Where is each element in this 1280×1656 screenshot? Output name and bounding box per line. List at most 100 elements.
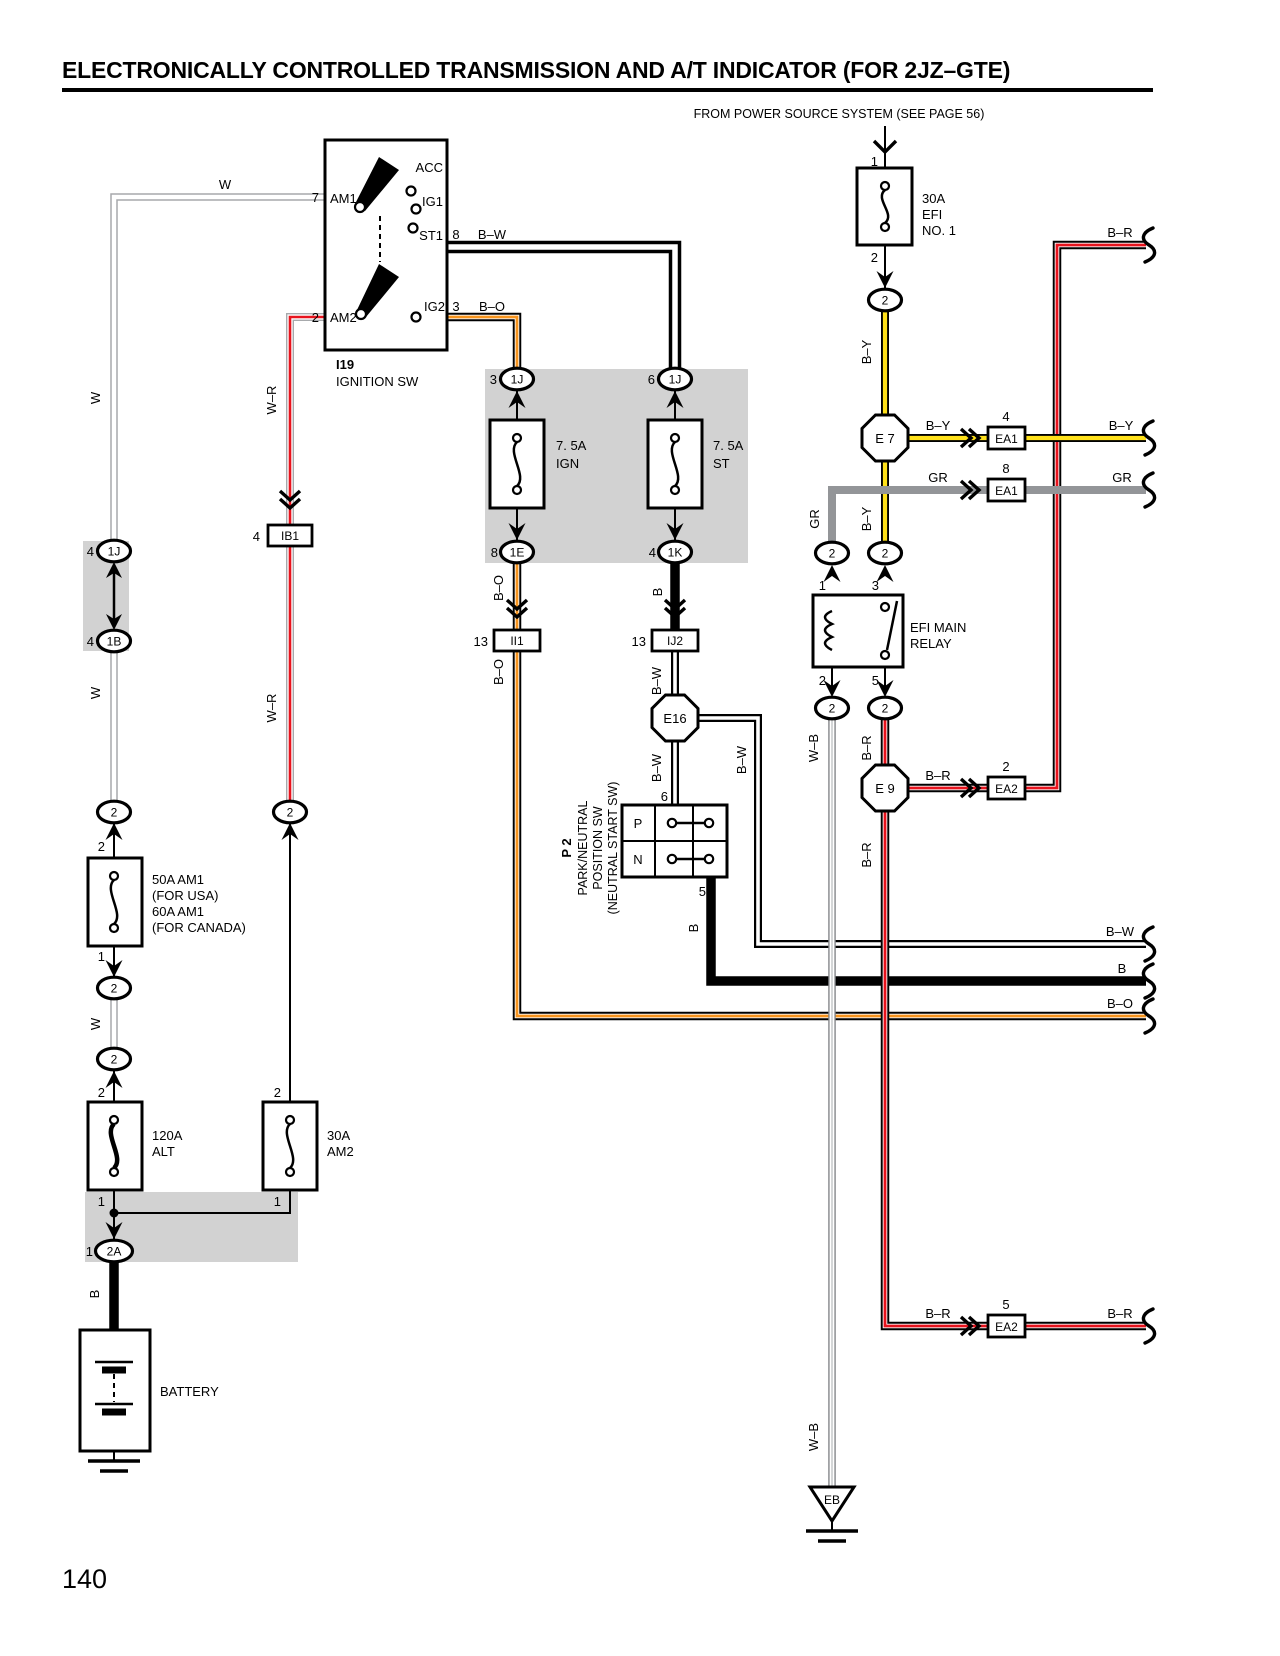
pin-2: 2 (312, 310, 319, 325)
pin-5: 5 (872, 673, 879, 688)
fuse-efi-amp: 30A (922, 191, 945, 206)
connector-2: 2 (829, 547, 836, 561)
pin-1: 1 (819, 578, 826, 593)
connector-1j: 1J (511, 373, 524, 387)
pnp-name-1: PARK/NEUTRAL (576, 800, 590, 895)
relay-name-2: RELAY (910, 636, 952, 651)
wire-w (110, 193, 325, 1049)
fuse-st-amp: 7. 5A (713, 438, 744, 453)
wire-label-bo: B–O (491, 659, 506, 685)
fuse-efi-no1: 1 30A EFI NO. 1 2 2 (855, 139, 956, 313)
e16-section: E16 B–W B–W (649, 693, 749, 782)
wire-label-w: W (219, 177, 232, 192)
terminal-am1: AM1 (330, 191, 357, 206)
pin-13: 13 (474, 634, 488, 649)
pin-7: 7 (312, 190, 319, 205)
fuse-am1-l1: 50A AM1 (152, 872, 204, 887)
battery: BATTERY (78, 1328, 219, 1473)
page-number: 140 (62, 1564, 107, 1594)
efi-main-relay: 2 2 1 3 EFI MAIN RELAY 2 5 2 2 W–B B–R (806, 540, 966, 762)
pin-4: 4 (87, 634, 94, 649)
connector-ib1: IB1 (281, 529, 299, 543)
wire-by (881, 310, 1146, 544)
pin-4: 4 (253, 529, 260, 544)
wire-label-wb: W–B (806, 734, 821, 762)
connector-1k: 1K (668, 546, 683, 560)
pnp-row-n: N (633, 852, 642, 867)
wire-bo (447, 312, 1146, 1021)
fuse-block: 1J 1J 3 6 7. 5A IGN 7. 5A ST 1E 1K 8 4 (488, 366, 744, 565)
ignition-name: IGNITION SW (336, 374, 419, 389)
connector-1j: 1J (108, 545, 121, 559)
pin-4: 4 (1002, 409, 1009, 424)
battery-label: BATTERY (160, 1384, 219, 1399)
connector-2: 2 (111, 1053, 118, 1067)
wire-label-br: B–R (925, 1306, 950, 1321)
terminal-acc: ACC (416, 160, 443, 175)
pnp-row-p: P (634, 816, 643, 831)
wire-label-by: B–Y (1109, 418, 1134, 433)
right-edge-labels: B–W B B–O (1106, 924, 1135, 1011)
terminal-ig1: IG1 (422, 194, 443, 209)
fuse-am2-name: AM2 (327, 1144, 354, 1159)
wire-label-gr: GR (1112, 470, 1132, 485)
fuse-efi-name2: NO. 1 (922, 223, 956, 238)
ignition-lever-lower (357, 264, 399, 317)
wire-label-bw: B–W (649, 753, 664, 782)
connector-ii1: II1 (510, 634, 524, 648)
pin-5: 5 (1002, 1297, 1009, 1312)
connector-2: 2 (287, 806, 294, 820)
wire-label-gr: GR (807, 509, 822, 529)
connector-ij2: IJ2 (667, 634, 683, 648)
pin-3: 3 (490, 372, 497, 387)
connector-ea2: EA2 (995, 782, 1018, 796)
e7-section: B–Y E 7 B–Y EA1 4 B–Y GR EA1 8 GR GR B–Y (807, 339, 1134, 531)
fuse-efi-name: EFI (922, 207, 942, 222)
wire-continuation-braces (1141, 226, 1157, 1345)
e9-section: E 9 B–R EA2 2 B–R B–R B–R EA2 5 B–R (859, 225, 1133, 1339)
pin-13: 13 (632, 634, 646, 649)
connector-2: 2 (882, 702, 889, 716)
pin-4: 4 (87, 544, 94, 559)
ignition-switch: ACC IG1 ST1 IG2 AM1 AM2 7 2 I19 IGNITION… (312, 138, 507, 389)
wire-label-by: B–Y (859, 339, 874, 364)
relay-name-1: EFI MAIN (910, 620, 966, 635)
pin-1: 1 (871, 154, 878, 169)
connector-2: 2 (882, 294, 889, 308)
fuse-am1-l3: 60A AM1 (152, 904, 204, 919)
connector-ea1: EA1 (995, 432, 1018, 446)
wire-label-br: B–R (925, 768, 950, 783)
pin-6: 6 (661, 789, 668, 804)
wire-wr (286, 313, 325, 806)
pin-4: 4 (649, 545, 656, 560)
wire-label-w: W (88, 1017, 103, 1030)
ignition-lever-upper (356, 157, 399, 211)
terminal-ig2: IG2 (424, 299, 445, 314)
wire-bw-thick (447, 240, 682, 370)
pin-1: 1 (98, 1194, 105, 1209)
wire-label-b: B (1118, 961, 1127, 976)
wire-label-bw: B–W (734, 745, 749, 774)
connector-2a: 2A (107, 1245, 122, 1259)
fuse-ign-amp: 7. 5A (556, 438, 587, 453)
page-title: ELECTRONICALLY CONTROLLED TRANSMISSION A… (62, 57, 1010, 83)
junction-dot (109, 1208, 119, 1218)
wire-label-bo: B–O (491, 575, 506, 601)
wire-gr (828, 486, 1146, 544)
wire-label-wr: W–R (264, 386, 279, 415)
wire-label-wb: W–B (806, 1423, 821, 1451)
node-eb: EB (824, 1493, 840, 1507)
pin-2: 2 (1002, 759, 1009, 774)
ignition-ref: I19 (336, 357, 354, 372)
wire-label-wr: W–R (264, 694, 279, 723)
wire-label-w: W (88, 391, 103, 404)
connector-1b: 1B (107, 635, 122, 649)
fuse-ign-name: IGN (556, 456, 579, 471)
wire-label-bw: B–W (649, 666, 664, 695)
fuse-alt-name: ALT (152, 1144, 175, 1159)
wire-label-bw: B–W (478, 227, 507, 242)
wire-label-bw: B–W (1106, 924, 1135, 939)
pin-8: 8 (452, 227, 459, 242)
wire-label-b: B (686, 924, 701, 933)
fuse-am2-amp: 30A (327, 1128, 350, 1143)
